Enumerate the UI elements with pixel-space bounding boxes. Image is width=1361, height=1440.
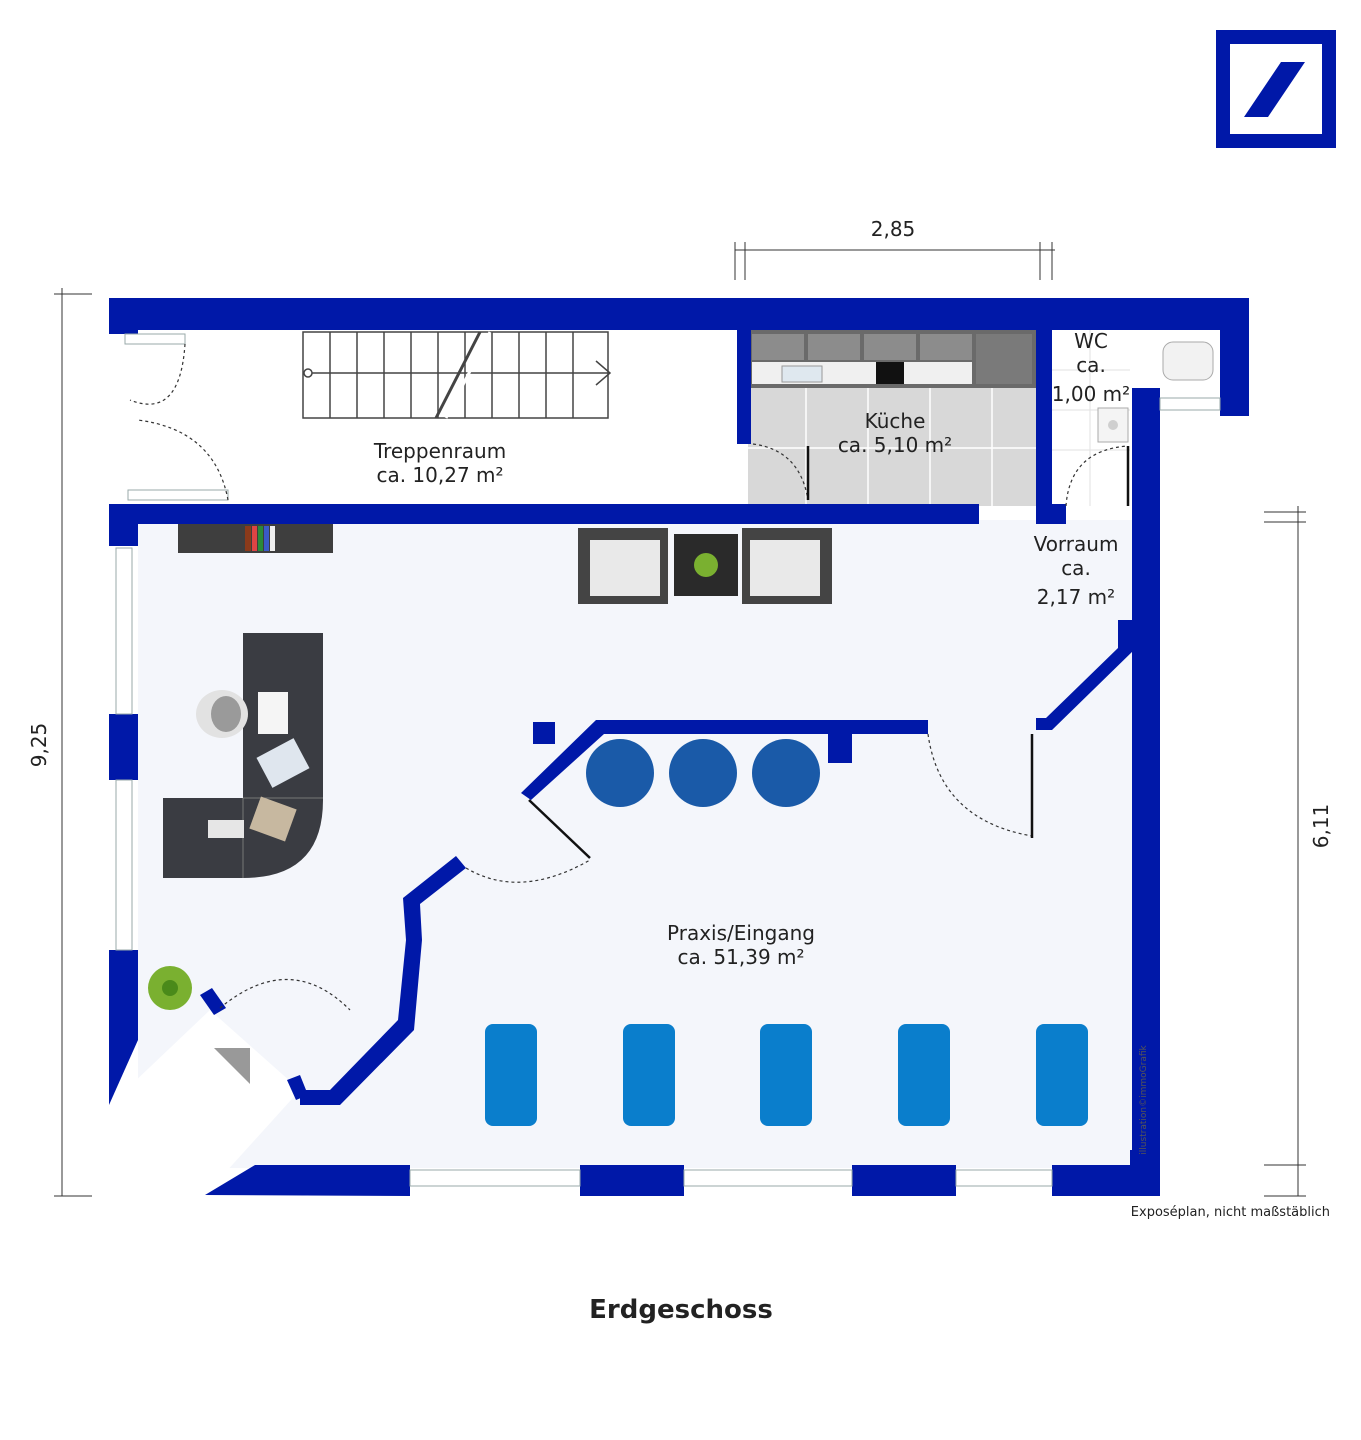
waiting-stools [586,739,820,807]
floor-title: Erdgeschoss [589,1295,773,1325]
door-leaves [528,446,1130,859]
room-name-praxis: Praxis/Eingang [667,921,815,945]
dimension-lines [54,242,1306,1197]
walls [109,298,1249,1196]
room-name-treppenraum: Treppenraum [373,439,506,463]
door-swings [129,343,1129,1011]
deutsche-bank-logo [1216,30,1336,148]
reception-desk [163,633,323,878]
room-area-vorraum: 2,17 m² [1037,585,1115,609]
room-area-wc: 1,00 m² [1052,382,1130,406]
dimension-right: 6,11 [1309,804,1333,849]
illustration-credit: illustration©immoGrafik [1139,1044,1149,1154]
room-area-kueche: ca. 5,10 m² [838,433,952,457]
dimension-left: 9,25 [27,723,51,768]
windows [115,333,1221,1187]
room-ca-vorraum: ca. [1061,556,1091,580]
room-name-kueche: Küche [865,409,926,433]
room-ca-wc: ca. [1076,353,1106,377]
room-name-wc: WC [1074,329,1108,353]
entrance-arrow [214,1048,250,1084]
treatment-mats [485,1024,1088,1126]
room-area-praxis: ca. 51,39 m² [677,945,804,969]
room-area-treppenraum: ca. 10,27 m² [376,463,503,487]
disclaimer: Exposéplan, nicht maßstäblich [1131,1205,1330,1220]
staircase [302,331,612,419]
dimension-top: 2,85 [871,217,916,241]
shelf [178,524,333,553]
room-name-vorraum: Vorraum [1034,532,1119,556]
kitchen-counter [748,330,1036,388]
plant-left [148,966,192,1010]
lounge-set [578,528,832,604]
wc-fixtures [1097,341,1214,443]
